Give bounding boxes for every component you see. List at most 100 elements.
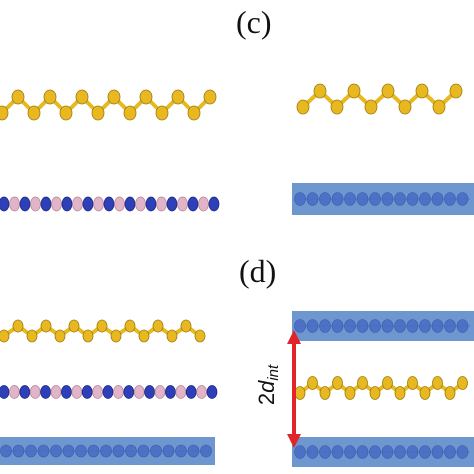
substrate-atom xyxy=(331,445,344,459)
puckered-atom xyxy=(43,89,57,105)
blue-atom xyxy=(185,385,197,399)
puckered-atom xyxy=(59,105,73,121)
substrate-atom xyxy=(369,445,381,459)
slab-atoms-d-left xyxy=(0,444,212,458)
pink-atom xyxy=(9,196,20,212)
substrate-atom xyxy=(444,445,456,459)
substrate-atom xyxy=(369,192,381,206)
puckered-atom xyxy=(138,329,150,343)
pink-atom xyxy=(177,196,188,212)
puckered-layer-d-right xyxy=(294,376,468,400)
puckered-atom xyxy=(82,329,94,343)
puckered-atom xyxy=(26,329,38,343)
puckered-atom xyxy=(27,105,41,121)
puckered-layer-d-left xyxy=(0,319,206,343)
pink-atom xyxy=(51,196,62,212)
blue-atom xyxy=(144,385,155,399)
substrate-atom xyxy=(419,445,431,459)
substrate-atom xyxy=(294,192,306,206)
puckered-atom xyxy=(110,329,122,343)
panel-label-d: (d) xyxy=(239,253,277,289)
puckered-atom xyxy=(139,89,153,105)
puckered-atom xyxy=(40,319,52,333)
puckered-atom xyxy=(166,329,178,343)
substrate-atom xyxy=(37,444,50,458)
blue-atom xyxy=(82,196,94,212)
blue-atom xyxy=(0,385,10,399)
puckered-atom xyxy=(381,83,395,99)
puckered-atom xyxy=(180,319,192,333)
substrate-atom xyxy=(62,444,75,458)
pink-atom xyxy=(196,385,207,399)
substrate-atom xyxy=(381,319,394,333)
substrate-atom xyxy=(25,444,37,458)
pink-atom xyxy=(114,196,125,212)
pink-atom xyxy=(30,196,41,212)
atom-layers xyxy=(0,83,470,459)
substrate-atom xyxy=(394,192,406,206)
substrate-atom xyxy=(456,319,469,333)
substrate-atom xyxy=(394,319,406,333)
substrate-atom xyxy=(406,445,419,459)
substrate-atom xyxy=(331,319,344,333)
blue-atom xyxy=(145,196,157,212)
substrate-atom xyxy=(356,445,369,459)
puckered-atom xyxy=(171,89,185,105)
blue-atom xyxy=(103,196,115,212)
substrate-atom xyxy=(381,445,394,459)
blue-atom xyxy=(165,385,176,399)
substrate-atom xyxy=(0,444,12,458)
puckered-atom xyxy=(432,99,446,115)
blue-atom xyxy=(40,385,51,399)
substrate-atom xyxy=(419,192,431,206)
blue-atom xyxy=(0,196,10,212)
blue-atom xyxy=(166,196,178,212)
puckered-atom xyxy=(344,386,356,400)
blue-atom xyxy=(102,385,114,399)
puckered-atom xyxy=(12,319,24,333)
blue-atom xyxy=(187,196,199,212)
substrate-atom xyxy=(381,192,394,206)
substrate-atom xyxy=(306,319,319,333)
blue-atom xyxy=(208,196,220,212)
pink-atom xyxy=(175,385,187,399)
pink-atom xyxy=(93,196,104,212)
puckered-atom xyxy=(294,386,306,400)
slab-atoms-d-right-top xyxy=(294,319,470,333)
flat-layer-c-left xyxy=(0,196,220,212)
substrate-atom xyxy=(344,319,356,333)
blue-atom xyxy=(81,385,93,399)
substrate-atom xyxy=(319,445,331,459)
puckered-atom xyxy=(75,89,89,105)
puckered-atom xyxy=(364,99,378,115)
substrate-atom xyxy=(294,319,306,333)
substrate-atom xyxy=(187,444,200,458)
puckered-atom xyxy=(296,99,310,115)
puckered-atom xyxy=(187,105,201,121)
puckered-atom xyxy=(407,376,418,390)
substrate-atom xyxy=(344,192,356,206)
pink-atom xyxy=(133,385,145,399)
substrate-atom xyxy=(406,192,419,206)
puckered-atom xyxy=(68,319,80,333)
puckered-atom xyxy=(194,329,206,343)
puckered-atom xyxy=(415,83,429,99)
blue-atom xyxy=(61,385,72,399)
puckered-atom xyxy=(394,386,406,400)
blue-atom xyxy=(19,385,31,399)
pink-atom xyxy=(198,196,209,212)
pink-atom xyxy=(156,196,167,212)
puckered-atom xyxy=(357,376,368,390)
puckered-atom xyxy=(91,105,105,121)
substrate-atom xyxy=(75,444,87,458)
slab-atoms-c-right xyxy=(294,192,470,206)
pink-atom xyxy=(50,385,62,399)
puckered-layer-c-left xyxy=(0,89,217,121)
puckered-atom xyxy=(123,105,137,121)
substrate-atom xyxy=(431,319,444,333)
puckered-atom xyxy=(432,376,443,390)
pink-atom xyxy=(154,385,166,399)
flat-layer-d-left xyxy=(0,385,218,399)
pink-atom xyxy=(135,196,146,212)
